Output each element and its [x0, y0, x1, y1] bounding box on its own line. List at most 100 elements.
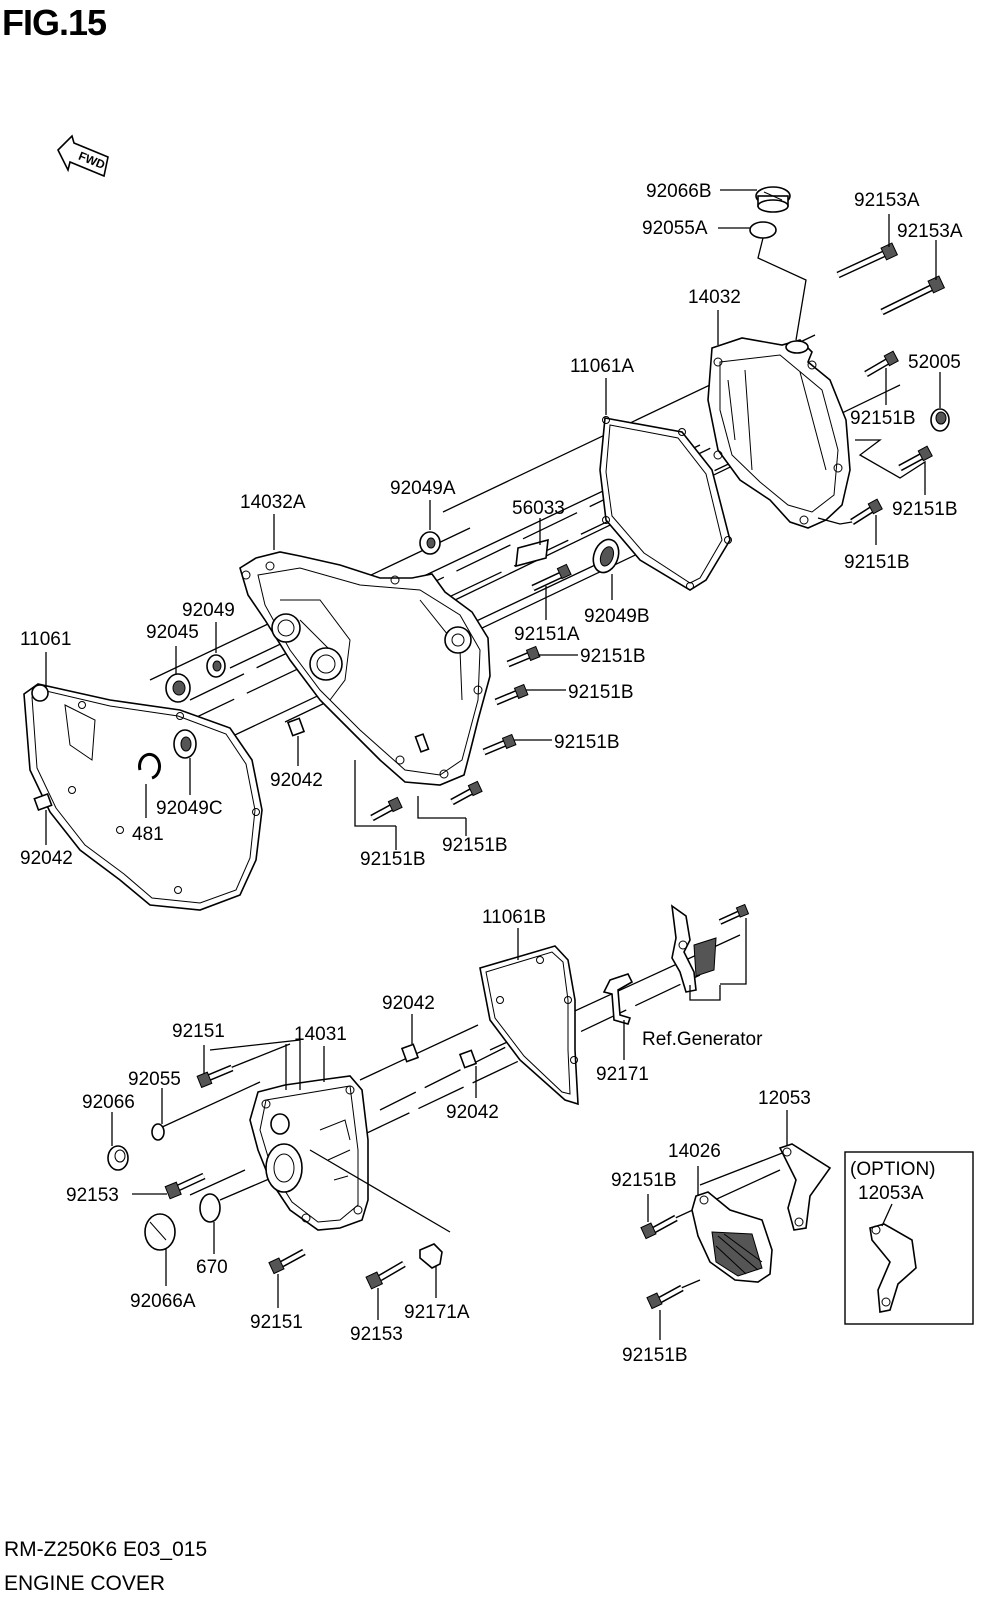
label-92153-2: 92153: [350, 1324, 403, 1345]
label-92049: 92049: [182, 600, 235, 621]
label-92066: 92066: [82, 1092, 135, 1113]
label-12053: 12053: [758, 1088, 811, 1109]
bolt-92153-left: [164, 1172, 206, 1200]
label-92151A: 92151A: [514, 624, 580, 645]
label-92151B-3: 92151B: [844, 552, 910, 573]
label-92066A: 92066A: [130, 1291, 196, 1312]
bolt-92153A-lower: [880, 275, 946, 316]
bracket-92171: [602, 973, 634, 1025]
label-92151B-4: 92151B: [580, 646, 646, 667]
bracket-12053A: [869, 1223, 917, 1313]
label-92151B-9: 92151B: [611, 1170, 677, 1191]
fwd-arrow-icon: FWD: [57, 134, 109, 178]
label-11061A: 11061A: [570, 356, 634, 377]
label-92042-3: 92042: [382, 993, 435, 1014]
label-670: 670: [196, 1257, 228, 1278]
label-92151B-6: 92151B: [554, 732, 620, 753]
label-92171: 92171: [596, 1064, 649, 1085]
label-92049C: 92049C: [156, 798, 223, 819]
footer-model-code: RM-Z250K6 E03_015: [4, 1538, 208, 1561]
label-92042-1: 92042: [270, 770, 323, 791]
gasket-11061B: [479, 945, 579, 1106]
label-92153A-2: 92153A: [897, 221, 963, 242]
label-14032A: 14032A: [240, 492, 306, 513]
bolt-92151B-c: [850, 498, 883, 525]
bracket-12053: [778, 1143, 832, 1231]
label-14031: 14031: [294, 1024, 347, 1045]
dowel-92042-d: [458, 1049, 478, 1069]
label-11061B: 11061B: [482, 907, 546, 928]
label-92045: 92045: [146, 622, 199, 643]
label-92153-1: 92153: [66, 1185, 119, 1206]
cover-14031: [249, 1075, 369, 1231]
bearing-92045: [165, 673, 191, 703]
cap-92066A: [144, 1213, 176, 1251]
label-56033: 56033: [512, 498, 565, 519]
label-92151B-8: 92151B: [442, 835, 508, 856]
bolt-92151-lower: [268, 1248, 306, 1275]
label-option: (OPTION): [850, 1159, 936, 1180]
gasket-11061A: [599, 417, 731, 591]
oring-670: [199, 1193, 221, 1223]
ref-generator-part: [670, 903, 750, 1001]
oring-92055A: [749, 221, 777, 239]
label-12053A: 12053A: [858, 1183, 924, 1204]
label-92171A: 92171A: [404, 1302, 470, 1323]
label-14026: 14026: [668, 1141, 721, 1162]
cover-14032A: [239, 551, 491, 786]
dowel-92042-c: [400, 1043, 420, 1063]
label-92151B-1: 92151B: [850, 408, 916, 429]
dowel-92042-a: [286, 717, 306, 737]
label-481: 481: [132, 824, 164, 845]
tab-92171A: [419, 1243, 443, 1269]
label-92049A: 92049A: [390, 478, 456, 499]
label-92151-2: 92151: [250, 1312, 303, 1333]
bolt-92151B-a: [864, 350, 899, 378]
plug-92066B: [755, 186, 791, 213]
bolt-92153A-upper: [836, 242, 899, 279]
label-92055A: 92055A: [642, 218, 708, 239]
label-92042-2: 92042: [20, 848, 73, 869]
footer-section-name: ENGINE COVER: [4, 1572, 166, 1595]
label-92042-4: 92042: [446, 1102, 499, 1123]
seal-92049: [206, 654, 226, 678]
label-92151B-2: 92151B: [892, 499, 958, 520]
clutch-cover-14032: [707, 337, 851, 529]
bolt-92151B-d: [506, 645, 541, 668]
seal-92049B: [592, 538, 620, 574]
bolt-92153-lower: [365, 1260, 406, 1290]
label-92153A-1: 92153A: [854, 190, 920, 211]
label-92151-1: 92151: [172, 1021, 225, 1042]
gasket-11061: [23, 683, 263, 911]
label-92055: 92055: [128, 1069, 181, 1090]
seal-92049A: [419, 531, 441, 555]
bolt-92151B-g: [370, 796, 403, 822]
option-box: [844, 1151, 974, 1325]
bolt-92151B-h: [450, 780, 483, 806]
plug-92066: [107, 1145, 129, 1171]
bolt-92151B-i: [640, 1214, 678, 1240]
label-92066B: 92066B: [646, 181, 712, 202]
label-ref-generator: Ref.Generator: [642, 1029, 763, 1050]
circlip-481: [138, 752, 161, 780]
label-11061: 11061: [20, 629, 71, 650]
bolt-92151B-j: [646, 1284, 684, 1310]
oring-92055: [151, 1123, 165, 1141]
fig-title: FIG.15: [2, 2, 107, 43]
bolt-92151A: [531, 563, 572, 592]
label-14032: 14032: [688, 287, 741, 308]
label-52005: 52005: [908, 352, 961, 373]
label-92151B-10: 92151B: [622, 1345, 688, 1366]
bolt-92151-upper: [196, 1064, 234, 1089]
bolt-92151B-b: [898, 445, 933, 472]
cover-14026: [691, 1191, 773, 1283]
label-92151B-5: 92151B: [568, 682, 634, 703]
plug-52005: [930, 408, 950, 432]
bolt-ref-generator: [718, 903, 750, 925]
dowel-92042-b: [33, 792, 53, 812]
seal-92049C: [173, 729, 197, 759]
label-92151B-7: 92151B: [360, 849, 426, 870]
label-92049B: 92049B: [584, 606, 650, 627]
bolt-92151B-e: [494, 683, 529, 706]
